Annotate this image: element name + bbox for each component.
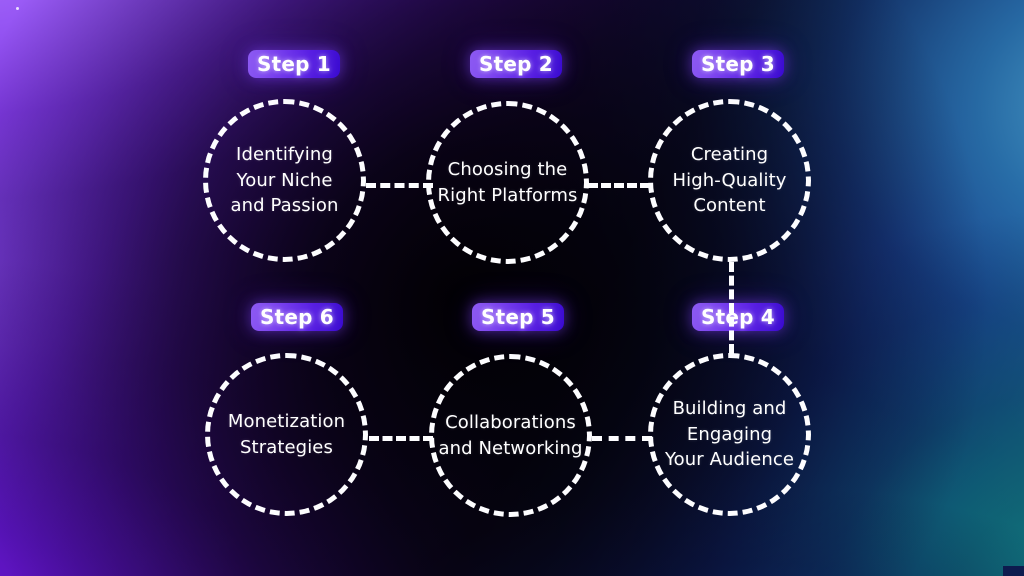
badge-step-6[interactable]: Step 6 xyxy=(251,303,343,331)
node-step-1-line-2: Your Niche xyxy=(236,169,333,191)
badge-step-2[interactable]: Step 2 xyxy=(470,50,562,78)
node-step-4-line-3: Your Audience xyxy=(664,449,795,471)
node-step-5-line-1: Collaborations xyxy=(445,412,576,433)
node-step-6-line-2: Strategies xyxy=(240,436,333,458)
badge-step-1[interactable]: Step 1 xyxy=(248,50,340,78)
node-step-6-line-1: Monetization xyxy=(227,411,346,432)
node-step-3[interactable]: Creating High-Quality Content xyxy=(648,99,811,262)
node-step-2-title: Choosing the Right Platforms xyxy=(431,157,584,208)
badge-step-2-label: Step 2 xyxy=(479,52,553,76)
badge-step-4-label: Step 4 xyxy=(701,305,775,329)
badge-step-5[interactable]: Step 5 xyxy=(472,303,564,331)
capture-artifact-corner xyxy=(1003,566,1024,576)
node-step-3-line-3: Content xyxy=(693,195,766,217)
connector-step2-to-step3 xyxy=(588,183,650,188)
node-step-6-title: Monetization Strategies xyxy=(210,409,363,460)
node-step-2[interactable]: Choosing the Right Platforms xyxy=(426,101,589,264)
node-step-4-title: Building and Engaging Your Audience xyxy=(653,396,806,473)
connector-step1-to-step2 xyxy=(366,183,433,188)
node-step-5[interactable]: Collaborations and Networking xyxy=(429,354,592,517)
connector-step4-to-step5 xyxy=(592,436,652,441)
node-step-4-line-2: Engaging xyxy=(686,423,773,445)
node-step-6[interactable]: Monetization Strategies xyxy=(205,353,368,516)
node-step-1[interactable]: Identifying Your Niche and Passion xyxy=(203,99,366,262)
badge-step-1-label: Step 1 xyxy=(257,52,331,76)
node-step-1-line-1: Identifying xyxy=(236,144,333,166)
badge-step-3-label: Step 3 xyxy=(701,52,775,76)
capture-artifact-dot xyxy=(16,7,19,10)
node-step-2-line-2: Right Platforms xyxy=(437,184,578,206)
node-step-1-title: Identifying Your Niche and Passion xyxy=(208,142,361,219)
node-step-4-line-1: Building and xyxy=(672,398,787,420)
node-step-5-title: Collaborations and Networking xyxy=(434,410,587,461)
badge-step-3[interactable]: Step 3 xyxy=(692,50,784,78)
badge-step-4[interactable]: Step 4 xyxy=(692,303,784,331)
badge-step-5-label: Step 5 xyxy=(481,305,555,329)
node-step-3-title: Creating High-Quality Content xyxy=(653,142,806,219)
node-step-2-line-1: Choosing the xyxy=(447,159,568,180)
node-step-5-line-2: and Networking xyxy=(438,437,583,459)
node-step-3-line-1: Creating xyxy=(690,144,769,166)
connector-step5-to-step6 xyxy=(369,436,433,441)
node-step-4[interactable]: Building and Engaging Your Audience xyxy=(648,353,811,516)
node-step-3-line-2: High-Quality xyxy=(672,169,787,191)
node-step-1-line-3: and Passion xyxy=(230,195,339,217)
badge-step-6-label: Step 6 xyxy=(260,305,334,329)
connector-step3-to-step4 xyxy=(729,262,734,354)
